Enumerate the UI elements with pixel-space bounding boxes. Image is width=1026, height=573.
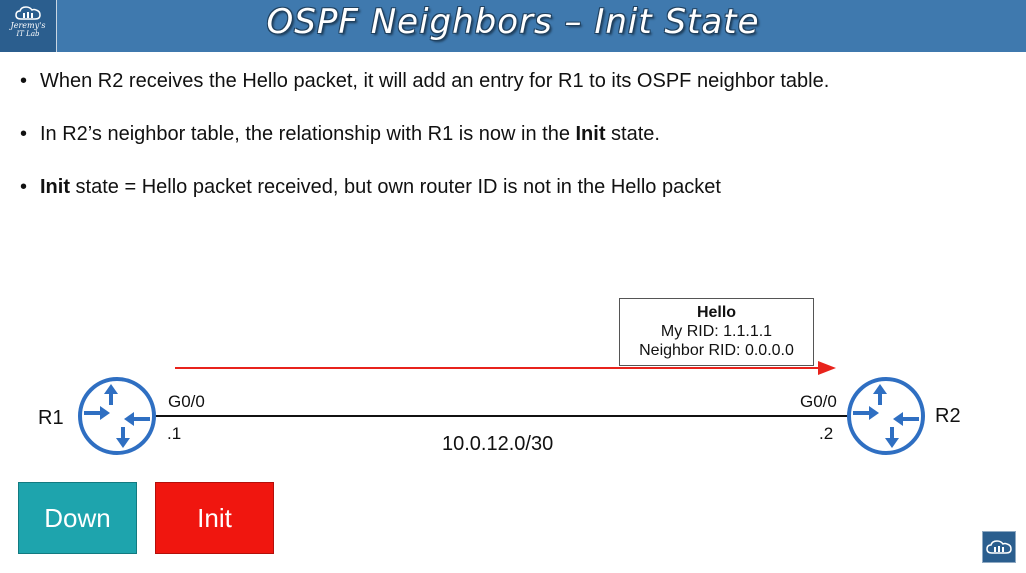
hello-my-rid: My RID: 1.1.1.1	[660, 323, 773, 340]
state-down-box: Down	[18, 482, 137, 554]
r1-router-icon	[78, 377, 156, 455]
r1-interface-label: G0/0	[168, 392, 205, 411]
hello-packet-box: Hello My RID: 1.1.1.1 Neighbor RID: 0.0.…	[619, 298, 814, 366]
logo-text-line2: IT Lab	[16, 30, 40, 38]
corner-cloud-logo	[982, 531, 1016, 563]
slide-title: OSPF Neighbors – Init State	[266, 2, 760, 42]
state-init-box: Init	[155, 482, 274, 554]
state-down-label: Down	[44, 502, 111, 533]
r1-label: R1	[38, 407, 64, 429]
title-bar: Jeremy's IT Lab OSPF Neighbors – Init St…	[0, 0, 1026, 52]
cloud-logo-icon	[15, 6, 41, 20]
hello-neighbor-rid: Neighbor RID: 0.0.0.0	[639, 342, 794, 359]
hello-packet-title: Hello	[696, 304, 737, 321]
hello-arrow	[175, 361, 836, 375]
bullet-1-text: When R2 receives the Hello packet, it wi…	[40, 70, 830, 92]
bullet-2-bold-term: Init	[575, 123, 606, 145]
network-address-label: 10.0.12.0/30	[442, 433, 554, 455]
bullet-3-bold-term: Init	[40, 176, 70, 198]
bullet-list: When R2 receives the Hello packet, it wi…	[20, 68, 1010, 201]
jeremys-it-lab-logo: Jeremy's IT Lab	[0, 0, 57, 52]
r2-host-label: .2	[819, 424, 834, 443]
r2-router-icon	[847, 377, 925, 455]
r2-interface-label: G0/0	[800, 392, 837, 411]
r2-label: R2	[935, 405, 961, 427]
cloud-logo-icon	[986, 540, 1012, 554]
bullet-2-text-end: state.	[605, 123, 660, 145]
bullet-item-1: When R2 receives the Hello packet, it wi…	[20, 68, 1010, 95]
bullet-item-3: Init state = Hello packet received, but …	[20, 174, 1010, 201]
bullet-3-text: state = Hello packet received, but own r…	[70, 176, 721, 198]
state-init-label: Init	[197, 502, 232, 533]
bullet-2-text: In R2’s neighbor table, the relationship…	[40, 123, 576, 145]
bullet-item-2: In R2’s neighbor table, the relationship…	[20, 121, 1010, 148]
logo-text-line1: Jeremy's	[10, 21, 46, 30]
r1-host-label: .1	[167, 424, 182, 443]
